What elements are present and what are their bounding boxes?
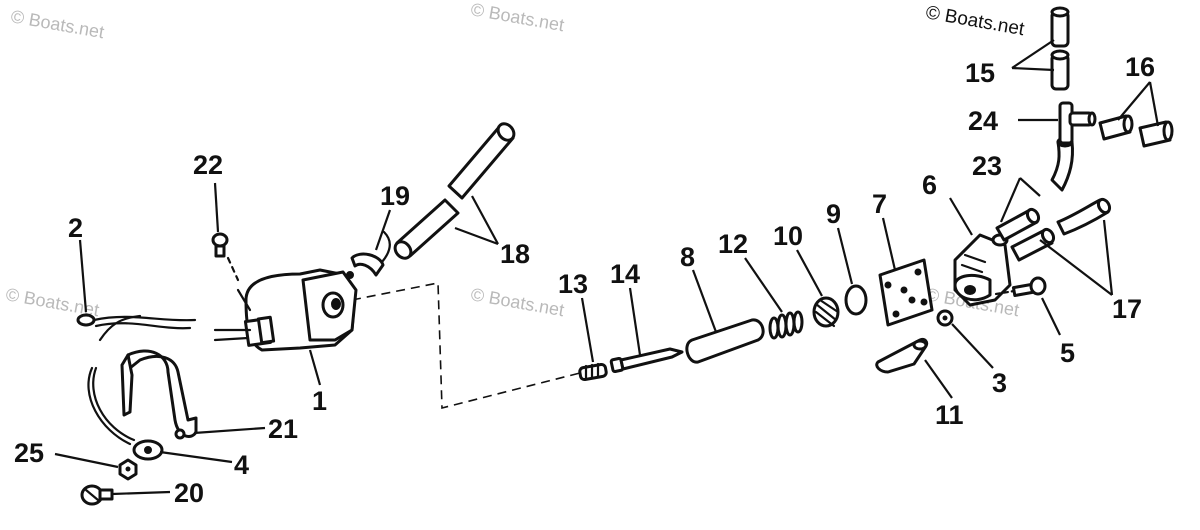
callout-22: 22 — [193, 150, 223, 180]
callout-15: 15 — [965, 58, 995, 88]
callout-18: 18 — [500, 239, 530, 269]
callout-24: 24 — [968, 106, 998, 136]
part-11-bracket — [875, 338, 929, 374]
part-4-ground-wire — [87, 366, 164, 461]
callout-4: 4 — [234, 450, 249, 480]
callout-25: 25 — [14, 438, 44, 468]
watermark: © Boats.net — [469, 284, 565, 320]
assembly-dash-line — [351, 282, 581, 410]
callout-5: 5 — [1060, 338, 1075, 368]
watermark: © Boats.net — [924, 2, 1026, 40]
callout-16: 16 — [1125, 52, 1155, 82]
part-14-pin — [609, 347, 684, 374]
callout-6: 6 — [922, 170, 937, 200]
callout-7: 7 — [872, 189, 887, 219]
callout-11: 11 — [935, 400, 964, 430]
callout-12: 12 — [718, 229, 748, 259]
callout-17: 17 — [1112, 294, 1142, 324]
part-21-clamp — [120, 349, 198, 440]
part-16-hose — [1098, 114, 1174, 148]
part-9-disc — [844, 284, 868, 316]
part-17-hose — [1010, 197, 1112, 262]
callout-20: 20 — [174, 478, 204, 508]
callout-21: 21 — [268, 414, 298, 444]
watermark: © Boats.net — [469, 0, 565, 35]
callout-19: 19 — [380, 181, 410, 211]
part-18-hose — [393, 122, 516, 260]
part-7-diaphragm — [878, 258, 934, 327]
part-2-wire-terminal — [76, 313, 197, 342]
part-24-tee — [1058, 101, 1097, 145]
callout-3: 3 — [992, 368, 1007, 398]
callout-10: 10 — [773, 221, 803, 251]
callout-2: 2 — [68, 213, 83, 243]
callout-13: 13 — [558, 269, 588, 299]
part-12-spring — [768, 310, 804, 340]
callout-1: 1 — [312, 386, 327, 416]
part-13-spring — [578, 362, 608, 382]
part-23-hose — [995, 136, 1074, 242]
part-5-screw — [994, 276, 1047, 298]
part-19-clip — [350, 230, 391, 277]
callout-23: 23 — [972, 151, 1002, 181]
part-10-spring — [812, 296, 840, 328]
part-8-plunger — [685, 318, 765, 364]
part-25-nut — [118, 458, 138, 481]
part-22-screw — [211, 232, 240, 282]
callout-8: 8 — [680, 242, 695, 272]
part-20-screw — [80, 484, 114, 506]
part-6-pump-body — [953, 233, 1012, 307]
leader-lines — [54, 39, 1160, 496]
callout-9: 9 — [826, 199, 841, 229]
part-3-washer — [936, 309, 954, 327]
part-1-solenoid — [213, 268, 358, 352]
callout-14: 14 — [610, 259, 640, 289]
watermark: © Boats.net — [9, 6, 105, 42]
part-15-hose — [1050, 6, 1070, 91]
